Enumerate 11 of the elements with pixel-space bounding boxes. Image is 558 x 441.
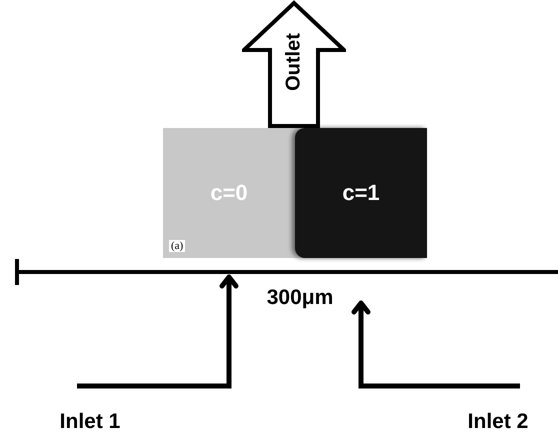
- inlet-arrow: [77, 274, 238, 388]
- inlet-label: Inlet 1: [58, 410, 122, 434]
- concentration-label: c=1: [342, 180, 380, 206]
- inlet-label: Inlet 2: [466, 410, 530, 434]
- micrograph-panel: [163, 128, 427, 258]
- panel-mark: (a): [169, 240, 186, 252]
- outlet-block-arrow: [242, 0, 346, 128]
- inlet-arrow: [352, 300, 520, 388]
- scale-label: 300μm: [266, 286, 334, 310]
- outlet-label: Outlet: [282, 33, 306, 91]
- concentration-region-high: [295, 128, 427, 258]
